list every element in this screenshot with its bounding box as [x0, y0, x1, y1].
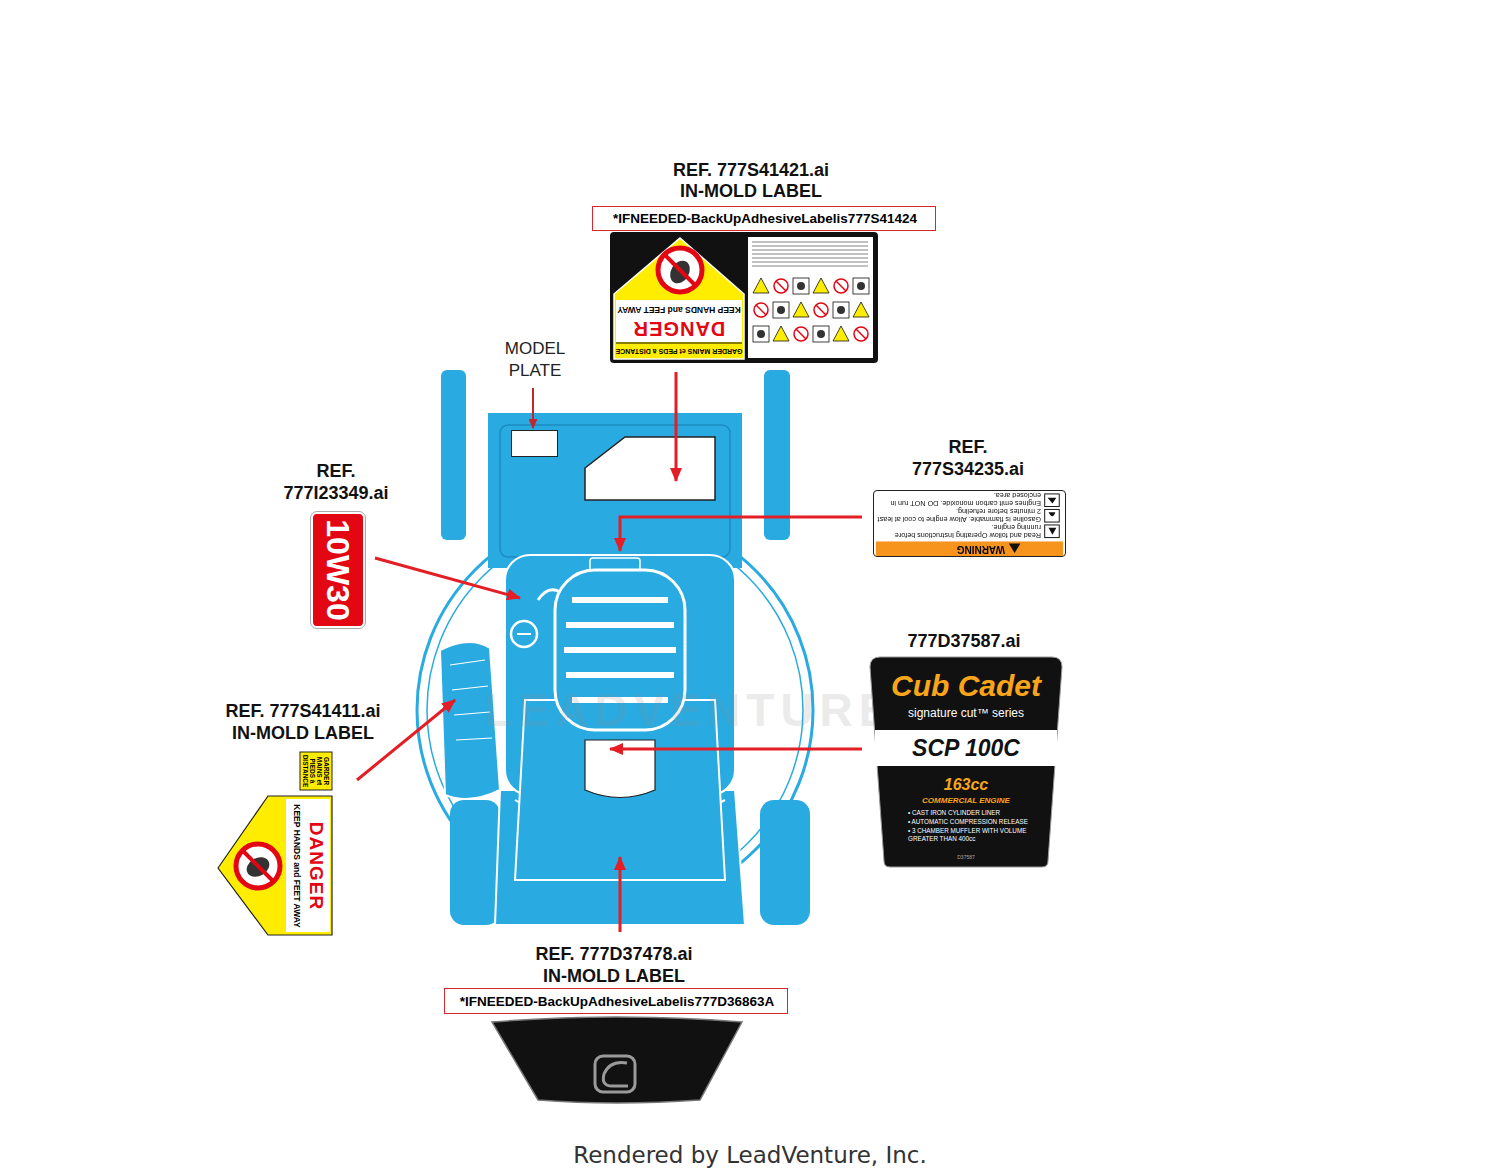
reference-label: 777D37587.ai — [907, 631, 1020, 652]
note-box: *IFNEEDED-BackUpAdhesiveLabelis777S41424 — [592, 206, 936, 231]
decal-text: signature cut™ series — [870, 707, 1062, 721]
reference-label: REF. 777D37478.ai — [535, 944, 692, 965]
leader-arrow — [675, 372, 678, 481]
reference-label: REF. — [316, 461, 355, 482]
mower-body — [417, 370, 813, 925]
rear-wheel — [760, 800, 810, 925]
leader-arrow — [375, 558, 520, 598]
logo-frame — [595, 1056, 635, 1092]
decal-text: • 3 CHAMBER MUFFLER WITH VOLUME GREATER … — [908, 827, 1038, 842]
decal-text: MODEL PLATE — [493, 338, 577, 382]
oil-decal: 10W30 — [311, 512, 365, 628]
leader-arrow — [610, 748, 862, 751]
danger-decal: DANGER KEEP HANDS and FEET AWAY GARDER MAI… — [610, 232, 878, 363]
deck-top — [488, 413, 742, 568]
deck-outline — [500, 425, 730, 557]
decal-text: 163cc — [870, 776, 1062, 794]
decal-text: GARDER MAINS et PIEDS à DISTANCE — [302, 753, 330, 789]
reference-label: REF. 777S41411.ai — [225, 701, 380, 722]
decal-text: Gasoline is flammable. Allow engine to c… — [876, 507, 1041, 523]
decal-text: *IFNEEDED-BackUpAdhesiveLabelis777S41424 — [613, 211, 917, 227]
brand-decal: Cub Cadet signature cut™ seriesSCP 100C 16… — [870, 657, 1062, 867]
watermark: LEADVENTURE — [484, 683, 895, 737]
fuel-cap — [511, 621, 537, 647]
leader-arrow — [532, 388, 534, 428]
rear-wheel — [450, 800, 500, 925]
decal-text: • CAST IRON CYLINDER LINER — [908, 809, 1038, 817]
reference-label: 777S34235.ai — [912, 459, 1024, 480]
model-plate: MODEL PLATE — [511, 430, 558, 457]
reference-label: IN-MOLD LABEL — [232, 723, 374, 744]
danger-decal: GARDER MAINS et PIEDS à DISTANCE KEEP HAN… — [218, 750, 333, 937]
leader-arrow — [619, 857, 622, 932]
logo-c — [603, 1062, 628, 1086]
decal-text: • AUTOMATIC COMPRESSION RELEASE — [908, 818, 1038, 826]
black-decal — [492, 1017, 742, 1103]
footer-credit: Rendered by LeadVenture, Inc. — [573, 1142, 927, 1168]
label-area — [585, 437, 715, 500]
decal-text: Read and follow Operating Instructions b… — [876, 523, 1041, 539]
decal-text: Engines emit carbon monoxide. DO NOT run… — [876, 491, 1041, 507]
reference-label: IN-MOLD LABEL — [680, 181, 822, 202]
decal-text: 10W30 — [320, 519, 357, 620]
bottom-decal — [492, 1017, 742, 1103]
note-box: *IFNEEDED-BackUpAdhesiveLabelis777D36863… — [444, 988, 788, 1014]
decal-text: WARNING — [957, 544, 1005, 556]
reference-label: REF. — [948, 437, 987, 458]
decal-text: SCP 100C — [870, 735, 1062, 761]
handle — [764, 370, 790, 540]
reference-label: 777I23349.ai — [283, 483, 388, 504]
decal-text: DANGER — [633, 317, 726, 340]
decal-text: COMMERCIAL ENGINE — [870, 796, 1062, 805]
decal-shape — [610, 232, 878, 363]
fuel-cap-grip — [517, 633, 531, 635]
decal-text: GARDER MAINS et PEDS à DISTANCE — [615, 347, 742, 355]
decal-text: KEEP HANDS and FEET AWAY — [617, 304, 740, 314]
decal-text: DANGER — [305, 822, 327, 910]
decal-text: Cub Cadet — [870, 669, 1062, 704]
decal-text: D37587 — [870, 855, 1062, 861]
warning-decal: WARNING Read and follow Operating Instruc… — [873, 490, 1066, 557]
reference-label: IN-MOLD LABEL — [543, 966, 685, 987]
decal-text: KEEP HANDS and FEET AWAY — [291, 804, 301, 927]
leader-arrow — [620, 517, 862, 551]
decal-text: *IFNEEDED-BackUpAdhesiveLabelis777D36863… — [460, 994, 774, 1010]
leader-arrows — [357, 372, 862, 932]
reference-label: REF. 777S41421.ai — [673, 160, 829, 181]
handle — [441, 370, 466, 540]
oil-dipstick — [538, 590, 560, 600]
